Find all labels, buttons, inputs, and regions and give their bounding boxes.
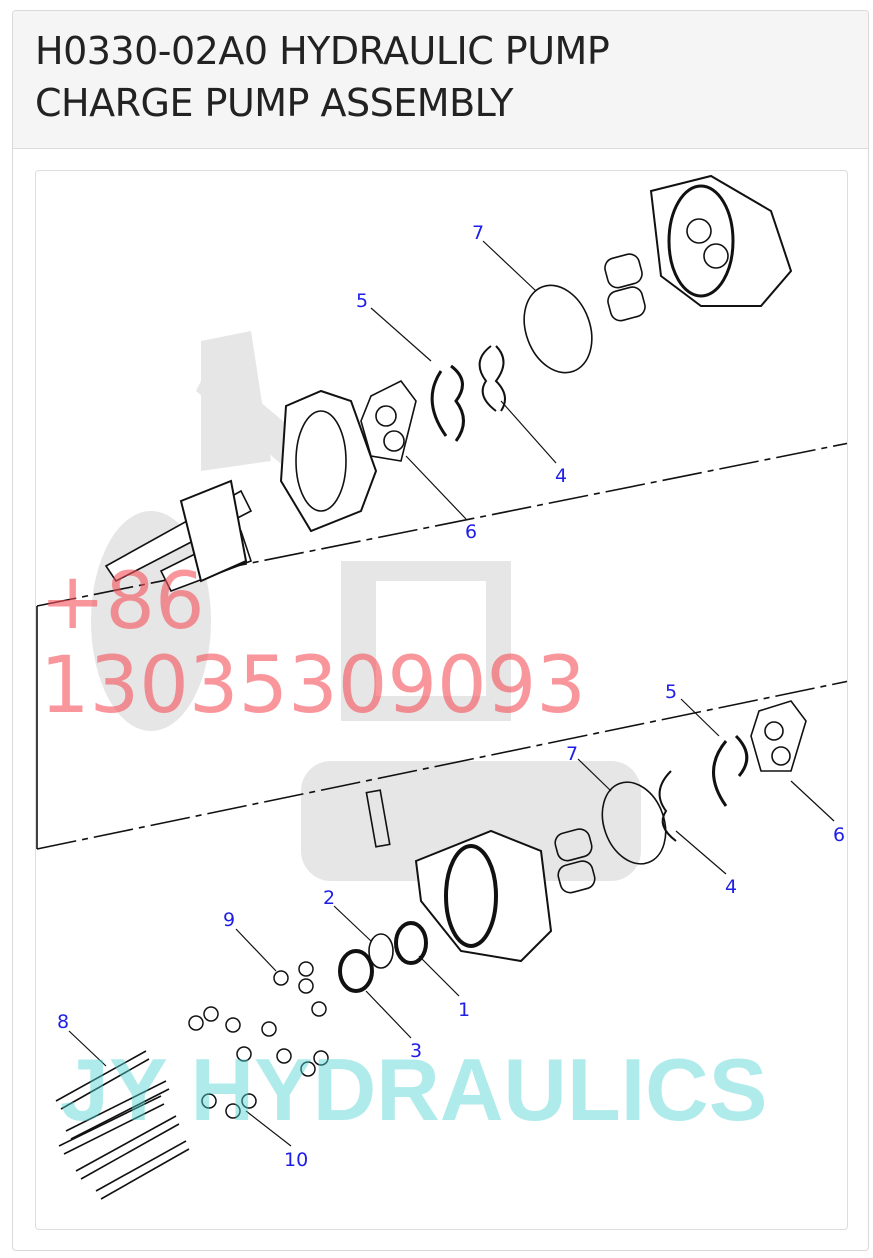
- callout-5-bottom: 5: [665, 681, 678, 703]
- callout-8: 8: [57, 1011, 70, 1033]
- pump-housing-bottom: [414, 829, 553, 963]
- exploded-diagram: 7 5 4 6 5 7 6 4 2 9 1 3 8 10: [35, 170, 848, 1230]
- callout-6-bottom: 6: [833, 824, 846, 846]
- callout-10: 10: [284, 1149, 309, 1171]
- phone-watermark: +86 13035309093: [40, 557, 586, 731]
- callout-2: 2: [323, 887, 336, 909]
- pump-housing-top: [649, 174, 793, 307]
- card-header: H0330-02A0 HYDRAULIC PUMP CHARGE PUMP AS…: [13, 11, 868, 149]
- callout-1: 1: [458, 999, 471, 1021]
- part-card: H0330-02A0 HYDRAULIC PUMP CHARGE PUMP AS…: [12, 10, 869, 1251]
- callout-5-top: 5: [356, 290, 369, 312]
- diagram-drawing: [36, 174, 847, 1200]
- page-title: H0330-02A0 HYDRAULIC PUMP CHARGE PUMP AS…: [35, 29, 610, 125]
- nuts: [188, 961, 329, 1119]
- callout-4-top: 4: [555, 465, 568, 487]
- callout-3: 3: [410, 1040, 423, 1062]
- callout-6-top: 6: [465, 521, 478, 543]
- callout-7-top: 7: [472, 222, 485, 244]
- callout-9: 9: [223, 909, 236, 931]
- brand-watermark: JY HYDRAULICS: [60, 1040, 768, 1139]
- bolts: [55, 1050, 190, 1200]
- callout-7-bottom: 7: [566, 743, 579, 765]
- callout-4-bottom: 4: [725, 876, 738, 898]
